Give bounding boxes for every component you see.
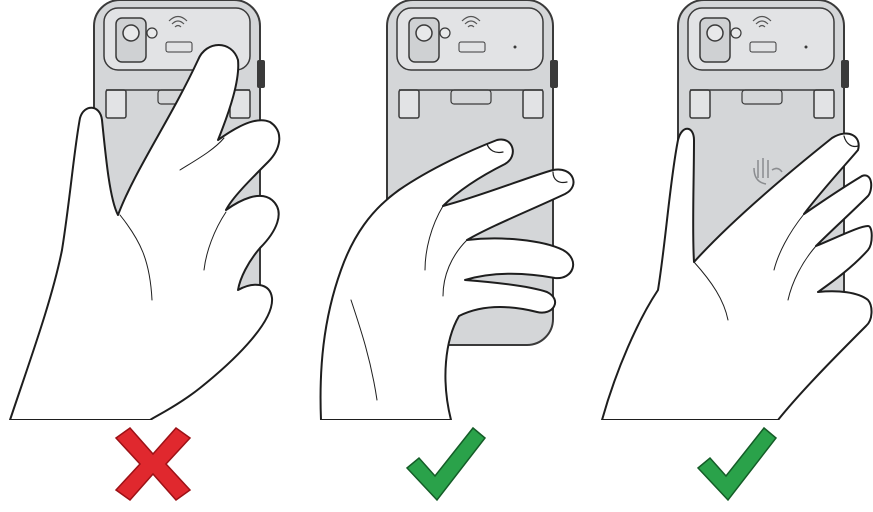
panel-incorrect-grip — [0, 0, 291, 512]
device-illustration-1 — [0, 0, 291, 420]
green-check-icon — [694, 424, 780, 504]
device-illustration-3 — [582, 0, 873, 420]
panel-correct-grip-center — [291, 0, 582, 512]
green-check-icon — [403, 424, 489, 504]
panel-correct-grip-side — [582, 0, 873, 512]
red-x-icon — [110, 424, 196, 504]
device-illustration-2 — [291, 0, 582, 420]
